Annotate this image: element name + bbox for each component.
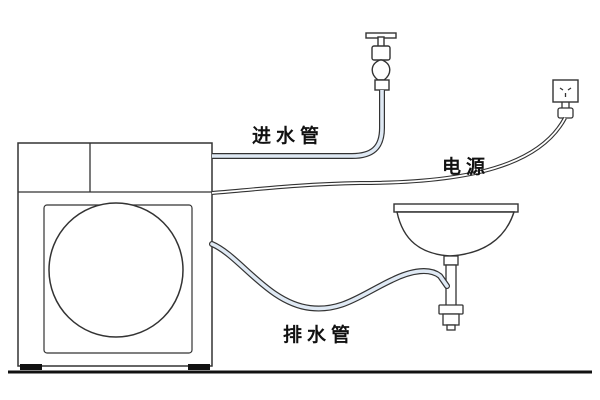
- drain-trap-icon: [438, 264, 464, 331]
- washer-door-icon: [48, 202, 184, 338]
- drain-hose: [209, 241, 450, 312]
- drain-hose-label: 排水管: [283, 323, 355, 346]
- faucet-icon: [365, 32, 397, 91]
- power-outlet-icon: [552, 79, 579, 103]
- wash-basin-icon: [393, 203, 519, 266]
- washing-machine-icon: [17, 142, 213, 370]
- power-plug-icon: [557, 102, 574, 119]
- inlet-hose-label: 进水管: [252, 124, 324, 147]
- power-label: 电源: [442, 155, 490, 178]
